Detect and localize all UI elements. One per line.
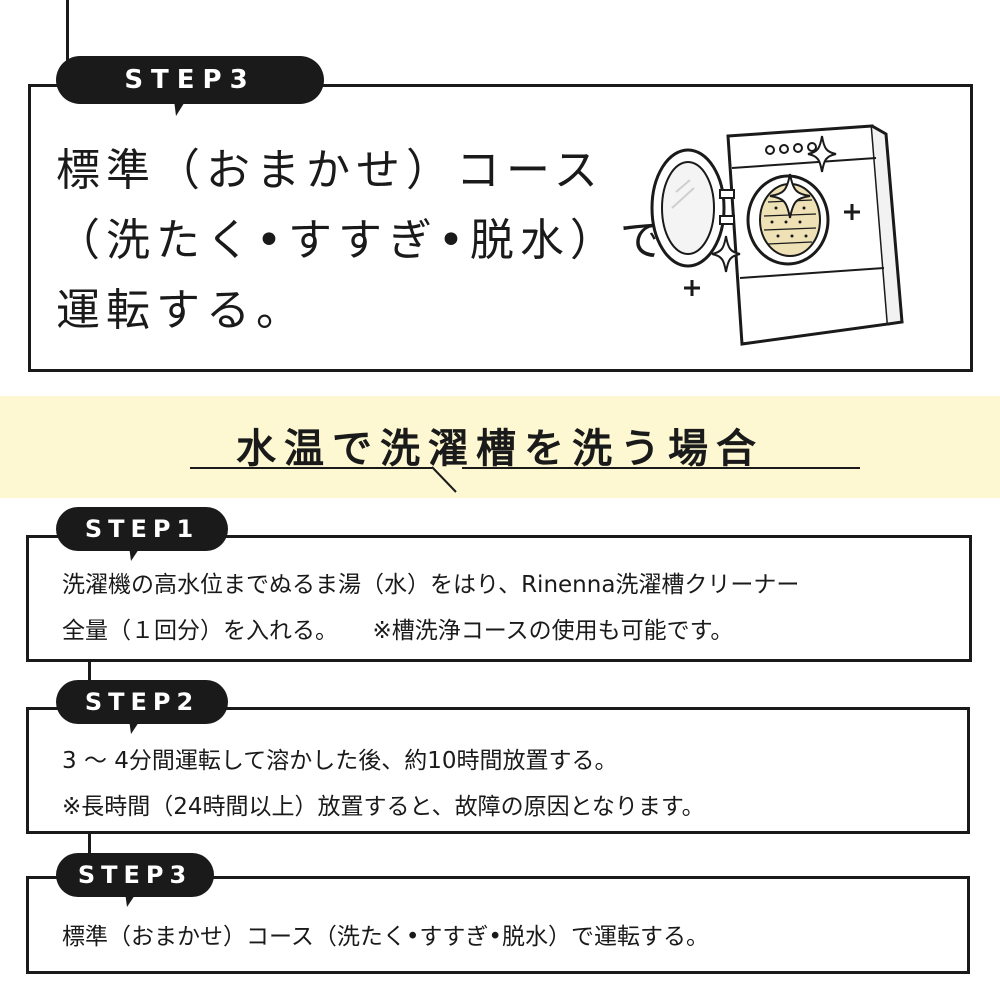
step3-badge: STEP3 <box>56 853 214 897</box>
section-title: 水温で洗濯槽を洗う場合 <box>236 426 764 472</box>
top-step-line-2: （洗たく•すすぎ•脱水）で <box>56 215 670 266</box>
section-underline-notch <box>431 466 457 493</box>
step3-text: 標準（おまかせ）コース（洗たく•すすぎ•脱水）で運転する。 <box>62 914 709 960</box>
step2-badge: STEP2 <box>56 680 228 724</box>
step2-line-2: ※長時間（24時間以上）放置すると、故障の原因となります。 <box>62 794 705 820</box>
step1-line-1: 洗濯機の高水位までぬるま湯（水）をはり、Rinenna洗濯槽クリーナー <box>62 572 800 598</box>
top-step-badge-tail <box>174 100 186 116</box>
section-underline-right <box>462 467 860 469</box>
step2-label: STEP2 <box>84 688 200 716</box>
top-step-badge: STEP3 <box>56 56 324 104</box>
section-underline-left <box>190 467 432 469</box>
step1-line-2: 全量（１回分）を入れる。 ※槽洗浄コースの使用も可能です。 <box>62 618 734 644</box>
step2-box <box>26 707 970 834</box>
step2-badge-tail <box>129 719 141 734</box>
step1-box <box>26 535 972 662</box>
section-band <box>0 396 1000 498</box>
connector-line-top <box>66 0 69 82</box>
step1-label: STEP1 <box>84 515 200 543</box>
step2-text: 3 〜 4分間運転して溶かした後、約10時間放置する。 ※長時間（24時間以上）… <box>62 738 705 830</box>
step3-label: STEP3 <box>77 861 193 889</box>
top-step-line-1: 標準（おまかせ）コース <box>56 145 604 196</box>
step3-line-1: 標準（おまかせ）コース（洗たく•すすぎ•脱水）で運転する。 <box>62 924 709 950</box>
step1-text: 洗濯機の高水位までぬるま湯（水）をはり、Rinenna洗濯槽クリーナー 全量（１… <box>62 562 799 654</box>
step3-badge-tail <box>125 892 137 907</box>
top-step-text: 標準（おまかせ）コース （洗たく•すすぎ•脱水）で 運転する。 <box>56 136 670 346</box>
top-step-label: STEP3 <box>124 65 256 95</box>
top-step-line-3: 運転する。 <box>56 285 306 336</box>
step1-badge: STEP1 <box>56 507 228 551</box>
step2-line-1: 3 〜 4分間運転して溶かした後、約10時間放置する。 <box>62 748 618 774</box>
step3-box <box>26 876 970 974</box>
washing-machine-icon <box>650 124 904 346</box>
step1-badge-tail <box>129 546 141 561</box>
